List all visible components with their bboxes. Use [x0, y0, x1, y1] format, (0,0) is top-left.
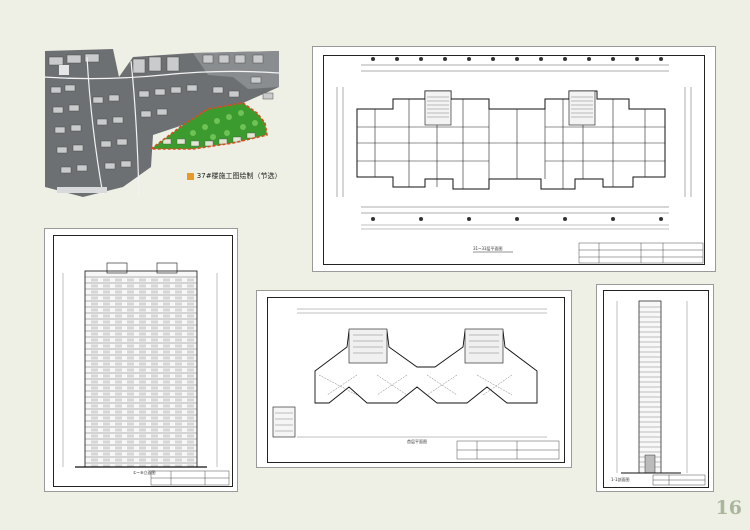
site-plan-legend: 37#楼施工图绘制（节选）: [187, 171, 282, 181]
ground-plan-sheet: 首层平面图: [256, 290, 572, 468]
floor-plan-sheet: 31~33层平面图: [312, 46, 716, 272]
section-title: 1-1剖面图: [611, 477, 630, 482]
site-plan-drawing: [42, 47, 280, 199]
legend-label: 37#楼施工图绘制（节选）: [196, 172, 282, 180]
site-plan: 37#楼施工图绘制（节选）: [42, 47, 282, 199]
floor-plan-drawing: [336, 57, 704, 264]
section-drawing: [616, 300, 706, 486]
ground-plan-title: 首层平面图: [407, 439, 427, 444]
section-sheet: 1-1剖面图: [596, 284, 714, 492]
elevation-drawing: [62, 262, 230, 486]
elevation-title: ①~⑧立面图: [133, 470, 156, 475]
ground-plan-drawing: [272, 308, 560, 460]
legend-swatch: [187, 172, 194, 180]
elevation-sheet: ①~⑧立面图: [44, 228, 238, 492]
floor-plan-title: 31~33层平面图: [473, 246, 503, 251]
page-number: 16: [715, 497, 742, 519]
